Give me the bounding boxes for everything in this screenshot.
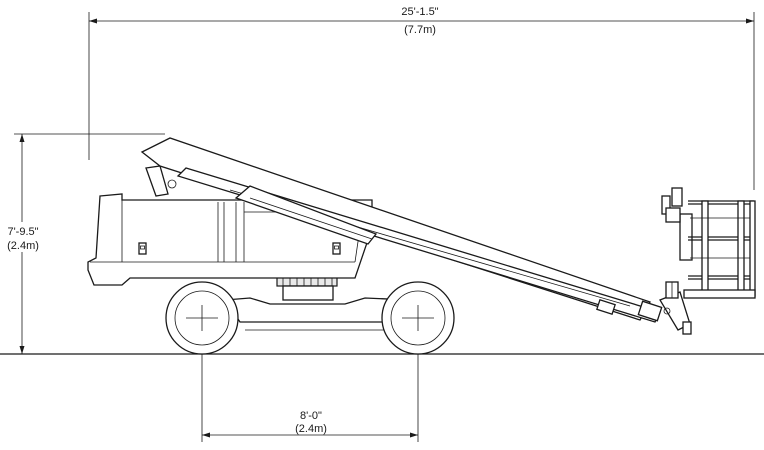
lift-cylinder (234, 185, 378, 245)
arrowhead-bottom (19, 346, 25, 354)
wheelbase-metric: (2.4m) (295, 423, 327, 435)
overall-length-imperial: 25'-1.5" (401, 6, 438, 18)
stowed-height-metric: (2.4m) (7, 240, 39, 252)
wheelbase-dimension: 8'-0" (2.4m) (201, 300, 419, 442)
overall-length-metric: (7.7m) (404, 24, 436, 36)
boom-riser (145, 165, 169, 197)
front-wheel (165, 281, 239, 355)
arrowhead-right (410, 432, 418, 438)
arrowhead-right (746, 18, 754, 24)
chassis-frame (223, 297, 412, 323)
boom-lift-illustration (87, 137, 756, 355)
boom-tip-assembly (637, 281, 692, 335)
wheelbase-imperial: 8'-0" (300, 410, 322, 422)
stowed-height-imperial: 7'-9.5" (7, 226, 38, 238)
platform-basket (661, 187, 756, 299)
compartment-latch-right (332, 242, 341, 255)
compartment-latch-left (138, 242, 147, 255)
arrowhead-top (19, 134, 25, 142)
rear-wheel (381, 281, 455, 355)
arrowhead-left (89, 18, 97, 24)
arrowhead-left (202, 432, 210, 438)
stowed-height-dimension: 7'-9.5" (2.4m) (2, 133, 165, 354)
overall-length-dimension: 25'-1.5" (7.7m) (88, 6, 755, 190)
